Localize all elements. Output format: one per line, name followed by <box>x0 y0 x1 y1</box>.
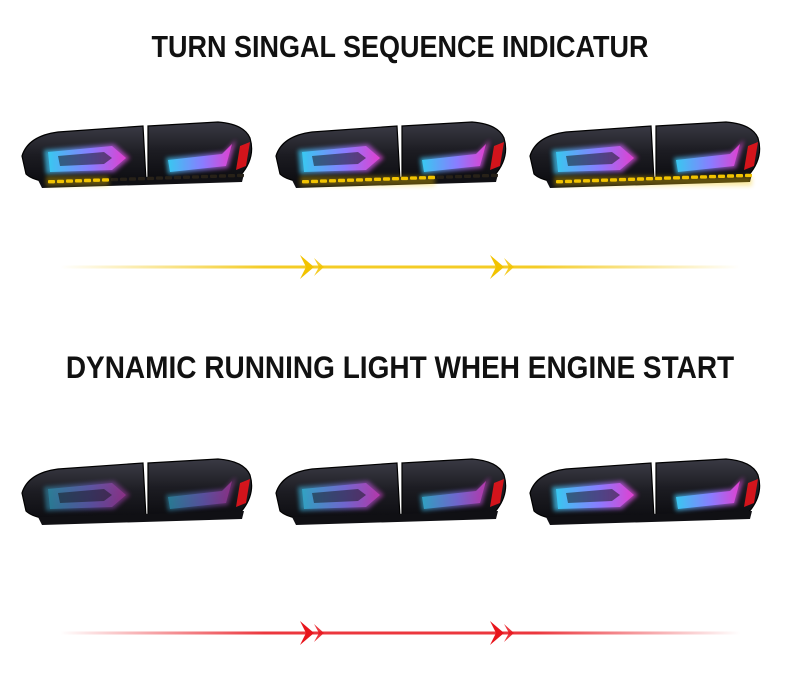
lamp-neon-right <box>168 144 232 172</box>
lamp-lower-trim <box>38 511 244 525</box>
lamp-chevron-cut <box>58 152 112 166</box>
lamp-neon-right <box>422 144 486 172</box>
arrow-line-stroke <box>60 631 740 635</box>
taillight-running-frame-2 <box>275 458 507 525</box>
lamp-neon-right <box>422 481 486 509</box>
lamp-chevron-cut <box>566 152 620 166</box>
lamp-red-bar <box>490 479 504 507</box>
running-light-heading: DYNAMIC RUNNING LIGHT WHEH ENGINE START <box>65 350 735 385</box>
amber-led-segment <box>129 177 136 181</box>
lamp-housing-inner <box>655 458 761 518</box>
chevron-arrow-icon <box>314 258 324 276</box>
chevron-arrow-icon <box>504 258 514 276</box>
amber-led-segment <box>120 177 127 181</box>
lamp-red-bar <box>744 479 758 507</box>
amber-sequence-arrow-line <box>60 255 740 279</box>
chevron-arrow-icon <box>314 624 324 642</box>
amber-led-segment <box>482 174 489 178</box>
lamp-lower-trim <box>292 511 498 525</box>
taillight-turn-frame-2 <box>275 121 507 188</box>
amber-led-glow <box>46 176 109 186</box>
taillight-running-frame-3 <box>529 458 761 525</box>
taillight-turn-frame-3 <box>529 121 761 188</box>
amber-led-segment <box>210 174 217 178</box>
lamp-neon-right <box>676 481 740 509</box>
taillight-running-frame-1 <box>21 458 253 525</box>
lamp-red-bar <box>236 479 250 507</box>
arrow-line-stroke <box>60 265 740 269</box>
lamp-red-bar <box>490 142 504 170</box>
amber-led-glow <box>554 176 752 186</box>
lamp-chevron-cut <box>312 489 366 503</box>
chevron-arrow-icon <box>504 624 514 642</box>
amber-led-segment <box>491 173 498 178</box>
lamp-red-bar <box>236 142 250 170</box>
amber-led-segment <box>437 175 444 179</box>
amber-led-segment <box>237 173 244 178</box>
chevron-arrow-icon <box>300 255 314 279</box>
lamp-housing-inner <box>147 121 253 181</box>
amber-led-segment <box>192 175 199 179</box>
amber-led-segment <box>147 176 154 181</box>
lamp-chevron-cut <box>58 489 112 503</box>
amber-led-segment <box>228 174 235 178</box>
lamp-housing-inner <box>401 458 507 518</box>
red-sequence-arrow-line <box>60 621 740 645</box>
lamp-chevron-cut <box>312 152 366 166</box>
lamp-neon-group <box>552 477 744 511</box>
amber-led-segment <box>219 174 226 178</box>
amber-led-segment <box>455 174 462 179</box>
amber-led-segment <box>138 177 145 181</box>
chevron-arrow-icon <box>490 255 504 279</box>
lamp-housing-inner <box>147 458 253 518</box>
lamp-chevron-cut <box>566 489 620 503</box>
lamp-lower-trim <box>546 511 752 525</box>
amber-led-segment <box>446 175 453 179</box>
amber-led-segment <box>464 174 471 178</box>
amber-led-segment <box>201 174 208 179</box>
lamp-neon-right <box>168 481 232 509</box>
amber-led-segment <box>174 175 181 180</box>
taillight-turn-frame-1 <box>21 121 253 188</box>
amber-led-segment <box>111 177 118 182</box>
amber-led-segment <box>183 175 190 179</box>
lamp-housing-inner <box>655 121 761 181</box>
lamp-red-bar <box>744 142 758 170</box>
turn-signal-heading: TURN SINGAL SEQUENCE INDICATUR <box>151 30 649 64</box>
amber-led-segment <box>165 176 172 180</box>
chevron-arrow-icon <box>300 621 314 645</box>
amber-led-segment <box>156 176 163 180</box>
lamp-housing-inner <box>401 121 507 181</box>
lamp-neon-right <box>676 144 740 172</box>
amber-led-segment <box>473 174 480 178</box>
amber-led-glow <box>300 176 435 186</box>
chevron-arrow-icon <box>490 621 504 645</box>
